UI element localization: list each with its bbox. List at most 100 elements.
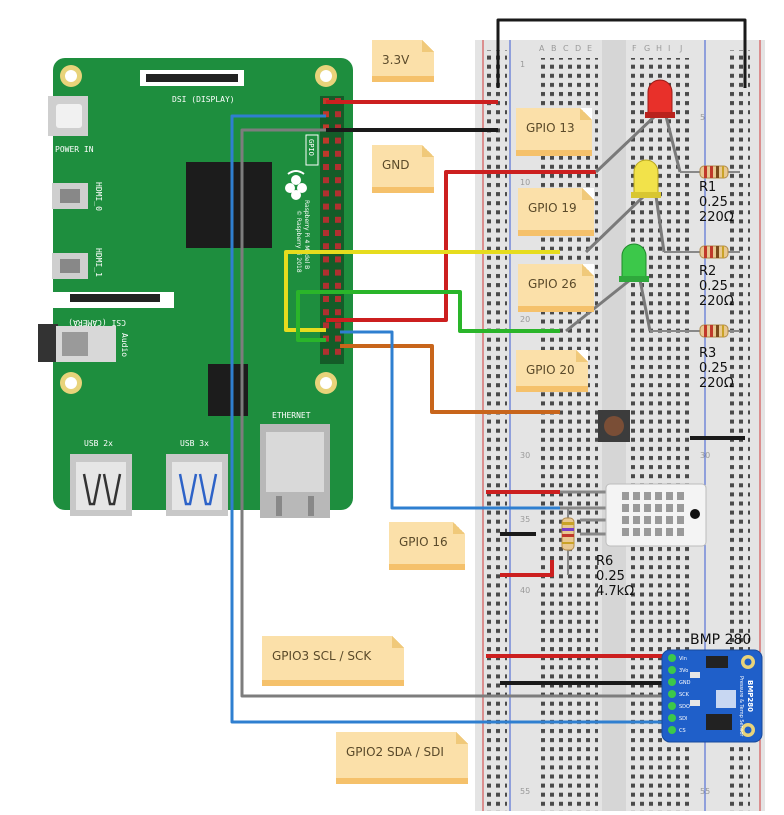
bmp-board-text: BMP280 [746,680,754,712]
dht-grille-slot [666,504,673,512]
gpio-pin [335,150,341,157]
note-gpio20: GPIO 20 [516,350,588,392]
dht-grille-slot [622,528,629,536]
col-f: F [632,44,637,53]
soc-chip [186,162,272,248]
gpio-pin [323,203,329,210]
usb2-label: USB 2x [84,439,113,448]
note-gpio3-text: GPIO3 SCL / SCK [272,649,372,663]
row-35-left: 35 [520,515,530,524]
gpio-pin [323,322,329,329]
gpio-pin [323,124,329,131]
gpio-pin [335,282,341,289]
r3-value: 0.25 [699,361,728,376]
row-55-right: 55 [700,787,710,796]
power-label: POWER IN [55,145,94,154]
row-40-left: 40 [520,586,530,595]
col-a: A [539,44,545,53]
dht-grille-slot [622,516,629,524]
col-e: E [587,44,592,53]
dht-sensor [560,483,707,547]
bmp-pin-label: GND [679,680,691,686]
gpio-pin [335,190,341,197]
r1-value: 0.25 [699,195,728,210]
dht-grille-slot [633,528,640,536]
note-gpio13: GPIO 13 [516,108,592,156]
note-gpio19-text: GPIO 19 [528,201,577,215]
dht-grille-slot [677,516,684,524]
wire-gpio3 [240,128,670,698]
rail-holes-left [487,50,507,811]
gpio-pin [323,216,329,223]
bmp-pin-label: Vin [679,656,687,662]
gpio-pin [323,269,329,276]
note-gnd: GND [372,145,434,193]
wire-gpio2 [230,114,670,724]
gpio-pin [323,296,329,302]
dht-grille-slot [655,492,662,500]
r6-name: R6 [596,554,614,569]
resistor-r3 [650,324,740,338]
dht-grille-slot [622,504,629,512]
gpio-pin [323,111,329,118]
note-gpio2-text: GPIO2 SDA / SDI [346,745,444,759]
col-h: H [656,44,662,53]
dsi-label: DSI (DISPLAY) [172,95,235,104]
gpio-pin [335,269,341,276]
gpio-pin [335,216,341,223]
dht-grille-slot [677,528,684,536]
col-b: B [551,44,557,53]
gpio-pin [323,282,329,289]
note-gpio20-text: GPIO 20 [526,363,575,377]
hdmi1-label: HDMI_1 [94,248,103,277]
note-gpio16: GPIO 16 [389,522,465,570]
gpio-pin [323,348,329,355]
wire-gpio16 [340,330,560,510]
col-i: I [668,44,670,53]
label-bmp280: BMP 280 [690,632,752,648]
led-red [645,79,675,118]
note-3v3-text: 3.3V [382,53,410,67]
r1-ohms: 220Ω [699,210,734,225]
gpio-pin [335,243,341,250]
note-gpio3: GPIO3 SCL / SCK [262,636,404,686]
main-holes-left [538,58,598,811]
dht-grille-slot [644,504,651,512]
note-gnd-text: GND [382,158,410,172]
dht-grille-slot [633,516,640,524]
note-gpio13-text: GPIO 13 [526,121,575,135]
dht-grille-slot [622,492,629,500]
led-green [619,243,649,282]
wire-gpio26 [296,290,560,342]
gpio-pin [323,256,329,263]
bmp-pin [668,726,676,734]
bmp-pin [668,666,676,674]
wires [230,18,747,724]
gpio-pin [323,190,329,197]
push-button [598,410,630,442]
gpio-pin [335,309,341,316]
label-r3: R3 0.25 220Ω [699,346,734,391]
gpio-pin [335,296,341,302]
note-3v3: 3.3V [372,40,434,82]
row-30-left: 30 [520,451,530,460]
gpio-pin [323,177,329,184]
usb3-label: USB 3x [180,439,209,448]
raspberry-logo-icon [285,170,307,200]
bmp-pin-label: SDO [679,704,690,710]
dht-grille-slot [633,504,640,512]
wire-gpio19 [284,250,560,332]
r6-value: 0.25 [596,569,625,584]
dht-grille-slot [655,504,662,512]
r6-ohms: 4.7kΩ [596,584,635,599]
dht-grille-slot [644,516,651,524]
gpio-pin [335,137,341,144]
col-g: G [644,44,650,53]
bmp-pin [668,678,676,686]
dht-grille-slot [655,516,662,524]
hdmi0-label: HDMI_0 [94,182,103,211]
row-20-left: 20 [520,315,530,324]
label-r2: R2 0.25 220Ω [699,264,734,309]
